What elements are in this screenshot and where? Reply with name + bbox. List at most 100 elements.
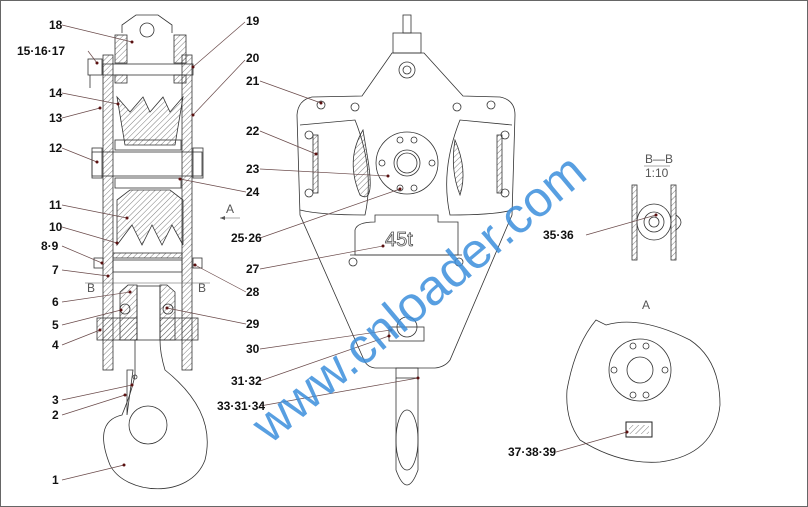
leader-line bbox=[61, 384, 133, 401]
leader-dot bbox=[654, 213, 658, 217]
leader-dot bbox=[416, 376, 420, 380]
leader-dot bbox=[122, 463, 126, 467]
leader-line bbox=[61, 107, 101, 119]
leader-dot bbox=[178, 177, 182, 181]
leader-dot bbox=[116, 102, 120, 106]
view-a: A bbox=[566, 298, 721, 463]
leader-line bbox=[61, 204, 128, 219]
leader-line bbox=[555, 431, 628, 453]
leader-dot bbox=[115, 241, 119, 245]
leader-line bbox=[61, 291, 131, 303]
leader-dot bbox=[191, 65, 195, 69]
leader-dot bbox=[106, 274, 110, 278]
callout-10: 10 bbox=[49, 220, 63, 234]
leader-dot bbox=[387, 334, 391, 338]
front-view: 45t bbox=[296, 14, 516, 486]
leader-line bbox=[61, 329, 101, 346]
leader-line bbox=[259, 377, 419, 407]
callout-20: 20 bbox=[246, 51, 260, 65]
callout-6: 6 bbox=[52, 295, 59, 309]
leader-line bbox=[61, 226, 118, 244]
callout-1: 1 bbox=[52, 473, 59, 487]
callouts: 18 15·16·17 14 13 12 11 10 8·9 7 6 5 4 3… bbox=[17, 14, 658, 487]
callout-19: 19 bbox=[246, 14, 260, 28]
callout-13: 13 bbox=[49, 111, 63, 125]
leader-line bbox=[61, 245, 103, 264]
callout-14: 14 bbox=[49, 86, 63, 100]
leader-dot bbox=[398, 187, 402, 191]
leader-dot bbox=[95, 160, 99, 164]
leader-line bbox=[259, 168, 389, 177]
leader-dot bbox=[386, 174, 390, 178]
leader-dot bbox=[319, 101, 323, 105]
leader-line bbox=[61, 394, 126, 416]
leader-dot bbox=[314, 152, 318, 156]
leader-line bbox=[259, 80, 322, 104]
callout-7: 7 bbox=[52, 263, 59, 277]
callout-30: 30 bbox=[246, 342, 260, 356]
section-marker-left: B bbox=[87, 281, 95, 295]
callout-8-9: 8·9 bbox=[41, 239, 59, 253]
sheaves-upper bbox=[114, 95, 184, 189]
leader-line bbox=[179, 178, 247, 193]
leader-line bbox=[61, 24, 133, 43]
hook bbox=[103, 339, 208, 490]
leader-dot bbox=[98, 106, 102, 110]
callout-12: 12 bbox=[49, 141, 63, 155]
leader-line bbox=[61, 269, 109, 277]
callout-18: 18 bbox=[49, 18, 63, 32]
leader-line bbox=[166, 307, 247, 325]
leader-line bbox=[192, 21, 246, 68]
callout-3: 3 bbox=[52, 393, 59, 407]
callout-5: 5 bbox=[52, 318, 59, 332]
leader-dot bbox=[625, 430, 629, 434]
leader-dot bbox=[165, 306, 169, 310]
sheave-hub bbox=[375, 131, 439, 195]
leader-dot bbox=[193, 263, 197, 267]
section-bb-view: B—B 1:10 bbox=[631, 152, 682, 261]
callout-28: 28 bbox=[246, 285, 260, 299]
section-scale: 1:10 bbox=[645, 166, 669, 180]
leader-dot bbox=[98, 328, 102, 332]
capacity-plate-text: 45t bbox=[385, 229, 413, 251]
leader-line bbox=[259, 329, 392, 350]
leader-line bbox=[259, 335, 390, 382]
callout-31-32: 31·32 bbox=[231, 374, 262, 388]
callout-29: 29 bbox=[246, 317, 260, 331]
callout-15-16-17: 15·16·17 bbox=[17, 44, 65, 58]
leader-dot bbox=[130, 40, 134, 44]
sheaves-lower bbox=[116, 189, 184, 247]
section-label: B—B bbox=[645, 152, 673, 166]
callout-24: 24 bbox=[246, 185, 260, 199]
leader-dot bbox=[381, 244, 385, 248]
leader-dot bbox=[389, 328, 393, 332]
view-a-arrow-label: A bbox=[226, 202, 234, 216]
leader-line bbox=[259, 188, 401, 239]
leader-dot bbox=[128, 290, 132, 294]
callout-23: 23 bbox=[246, 162, 260, 176]
lifting-eyes bbox=[316, 100, 496, 112]
callout-25-26: 25·26 bbox=[231, 231, 262, 245]
leader-dot bbox=[123, 393, 127, 397]
callout-27: 27 bbox=[246, 262, 260, 276]
leader-line bbox=[259, 245, 384, 270]
leader-line bbox=[61, 309, 122, 326]
leader-line bbox=[585, 214, 657, 236]
callout-2: 2 bbox=[52, 408, 59, 422]
leader-dot bbox=[125, 216, 129, 220]
leader-dot bbox=[130, 383, 134, 387]
leader-line bbox=[87, 50, 98, 64]
leader-dot bbox=[191, 113, 195, 117]
leader-line bbox=[61, 92, 119, 105]
section-view: B B bbox=[85, 14, 210, 490]
leader-line bbox=[61, 147, 98, 163]
callout-37-38-39: 37·38·39 bbox=[508, 445, 556, 459]
callout-22: 22 bbox=[246, 124, 260, 138]
leader-dot bbox=[95, 61, 99, 65]
callout-35-36: 35·36 bbox=[543, 228, 574, 242]
section-marker-right: B bbox=[198, 281, 206, 295]
callout-11: 11 bbox=[49, 198, 62, 212]
leader-dot bbox=[100, 261, 104, 265]
